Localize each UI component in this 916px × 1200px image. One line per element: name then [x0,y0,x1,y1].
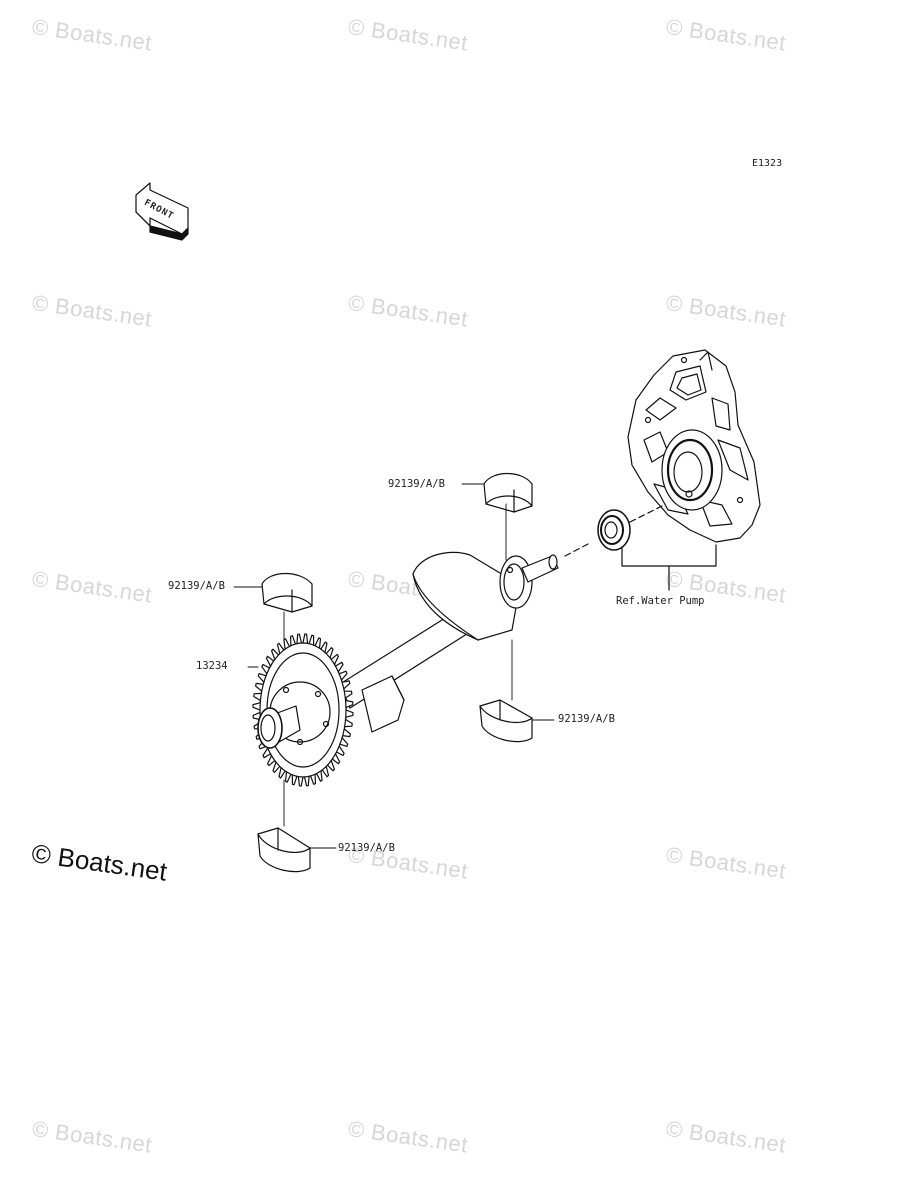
balancer-gear [252,633,354,787]
callout-bearing-bottom: 92139/A/B [338,842,395,854]
callout-bearing-right: 92139/A/B [558,713,615,725]
bearing-shell-bottom [257,827,311,873]
bearing-shell-left [261,573,313,613]
callout-balancer-gear: 13234 [196,660,228,672]
bearing-shell-right [479,699,533,743]
callout-bearing-top: 92139/A/B [388,478,445,490]
balancer-shaft [339,551,559,733]
bearing-shell-top [483,472,533,513]
diagram-code: E1323 [752,158,783,169]
callout-ref-water-pump: Ref.Water Pump [616,595,705,607]
callout-bearing-left: 92139/A/B [168,580,225,592]
water-pump-housing [627,349,761,543]
oil-seal [597,509,631,551]
front-arrow-icon [135,182,189,241]
